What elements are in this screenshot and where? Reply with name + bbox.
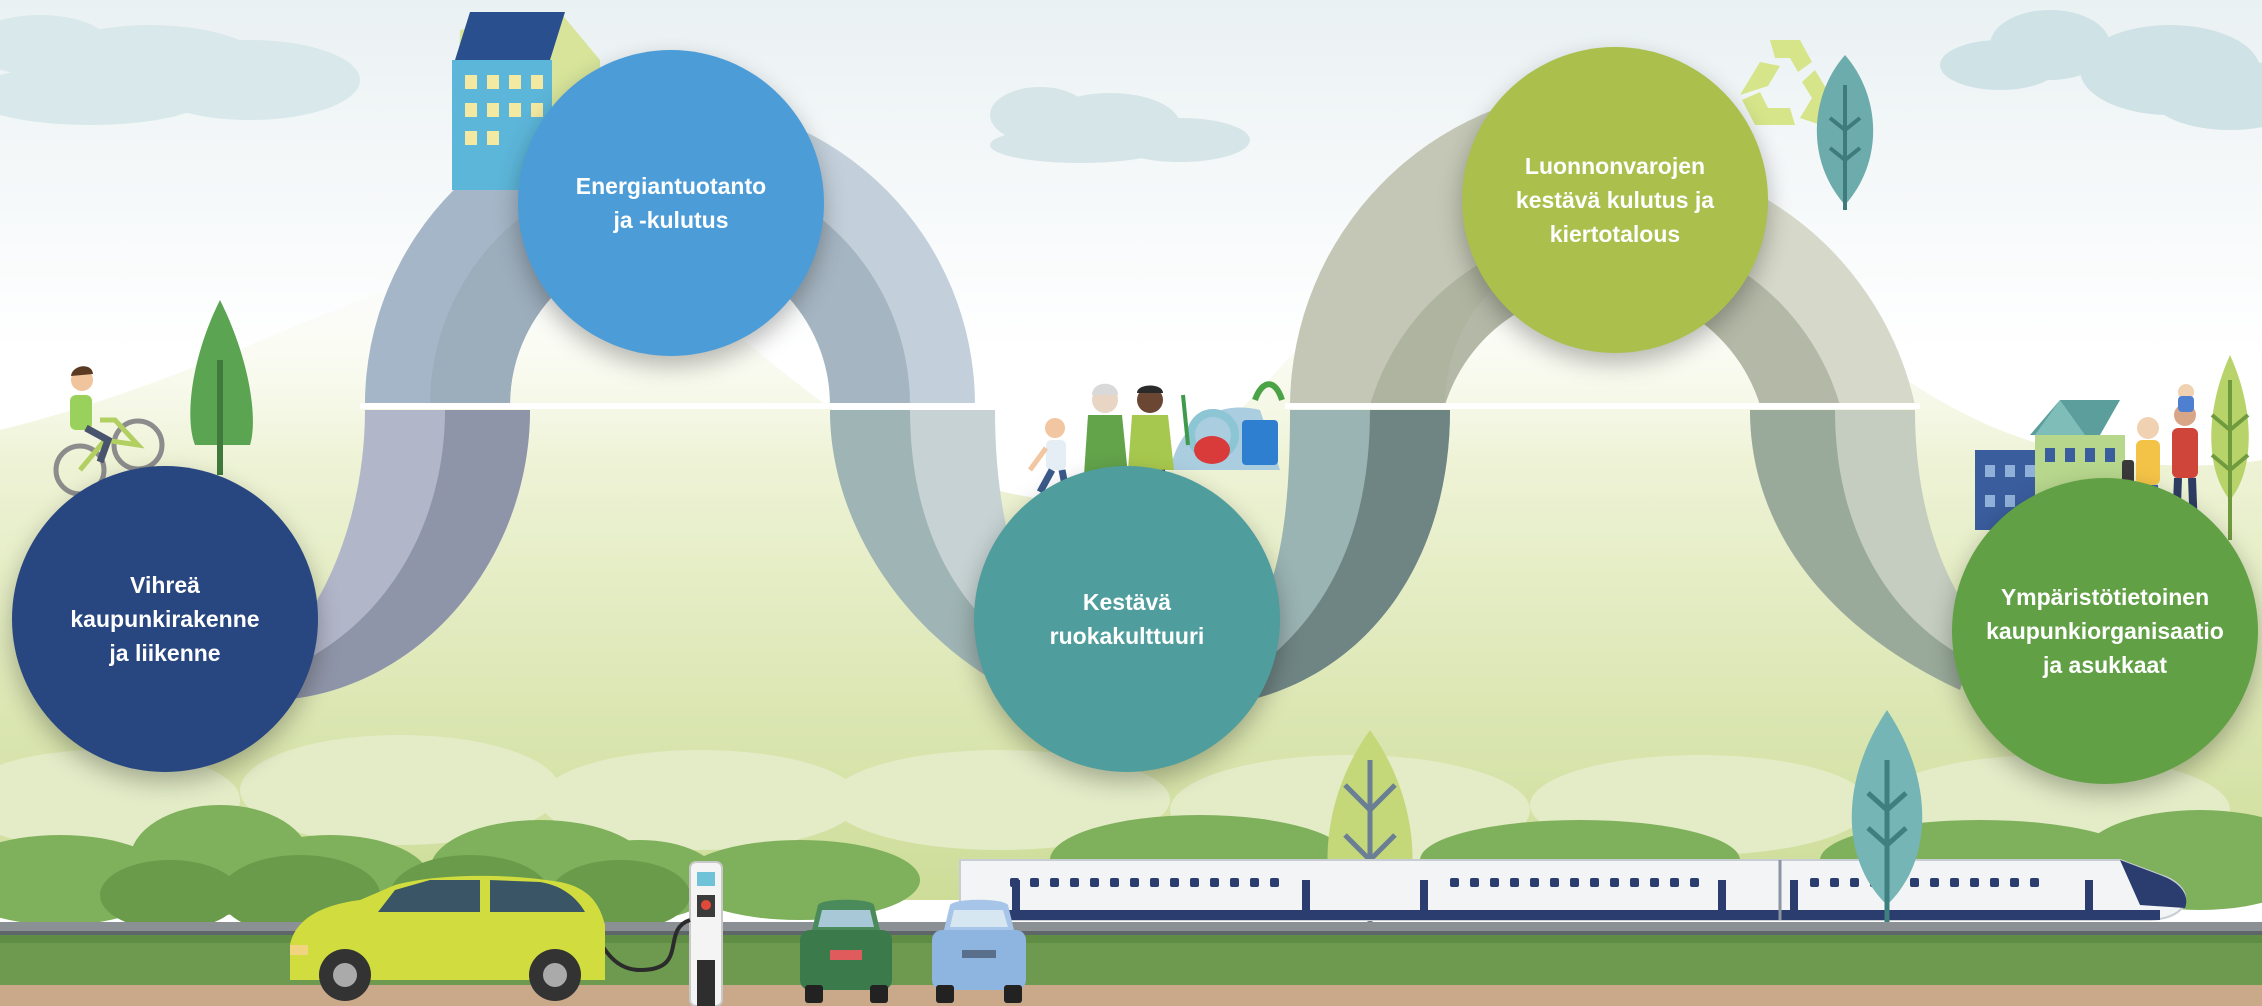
- label-line: kestävä kulutus ja: [1515, 187, 1715, 213]
- cloud-icon: [990, 87, 1250, 163]
- arch-segment: [1750, 410, 1970, 690]
- arch-segment: [830, 410, 1040, 690]
- label-line: Kestävä: [1082, 589, 1172, 615]
- label-line: Energiantuotanto: [575, 173, 767, 199]
- node-label: Ympäristötietoinen kaupunkiorganisaatio …: [1986, 580, 2225, 682]
- arch-segment: [260, 410, 530, 700]
- label-line: Luonnonvarojen: [1524, 153, 1706, 179]
- arch-divider: [360, 403, 980, 409]
- tree-icon: [1851, 710, 1923, 960]
- label-line: Ympäristötietoinen: [2000, 584, 2210, 610]
- label-line: kiertotalous: [1549, 221, 1681, 247]
- label-line: ruokakulttuuri: [1049, 623, 1205, 649]
- electric-car-icon: [290, 875, 605, 1001]
- rail-track: [0, 922, 2262, 931]
- cloud-icon: [0, 15, 360, 125]
- ground: [0, 935, 2262, 943]
- parked-car-icon: [932, 899, 1026, 1003]
- node-label: Kestävä ruokakulttuuri: [1008, 585, 1247, 653]
- node-label: Luonnonvarojen kestävä kulutus ja kierto…: [1496, 149, 1735, 251]
- node-label: Energiantuotanto ja -kulutus: [552, 169, 791, 237]
- label-line: ja liikenne: [109, 640, 221, 666]
- node-green-urban-structure: Vihreä kaupunkirakenne ja liikenne: [12, 466, 318, 772]
- rail-track: [0, 931, 2262, 935]
- arch-divider: [1285, 403, 1920, 409]
- tree-icon: [190, 300, 253, 475]
- label-line: Vihreä: [130, 572, 200, 598]
- tree-icon: [1816, 55, 1874, 210]
- node-food: Kestävä ruokakulttuuri: [974, 466, 1280, 772]
- family-icon: [1027, 381, 1285, 519]
- label-line: ja asukkaat: [2042, 652, 2167, 678]
- label-line: kaupunkiorganisaatio: [1986, 618, 2224, 644]
- residents-icon: [1975, 355, 2250, 540]
- arch-segment: [1240, 410, 1450, 700]
- node-natural-resources: Luonnonvarojen kestävä kulutus ja kierto…: [1462, 47, 1768, 353]
- label-line: kaupunkirakenne: [70, 606, 260, 632]
- cloud-icon: [1940, 10, 2262, 130]
- label-line: ja -kulutus: [613, 207, 729, 233]
- parked-car-icon: [800, 899, 892, 1003]
- node-organisation: Ympäristötietoinen kaupunkiorganisaatio …: [1952, 478, 2258, 784]
- node-energy: Energiantuotanto ja -kulutus: [518, 50, 824, 356]
- train-icon: [959, 859, 2187, 921]
- charging-station-icon: [588, 861, 723, 1006]
- node-label: Vihreä kaupunkirakenne ja liikenne: [46, 568, 285, 670]
